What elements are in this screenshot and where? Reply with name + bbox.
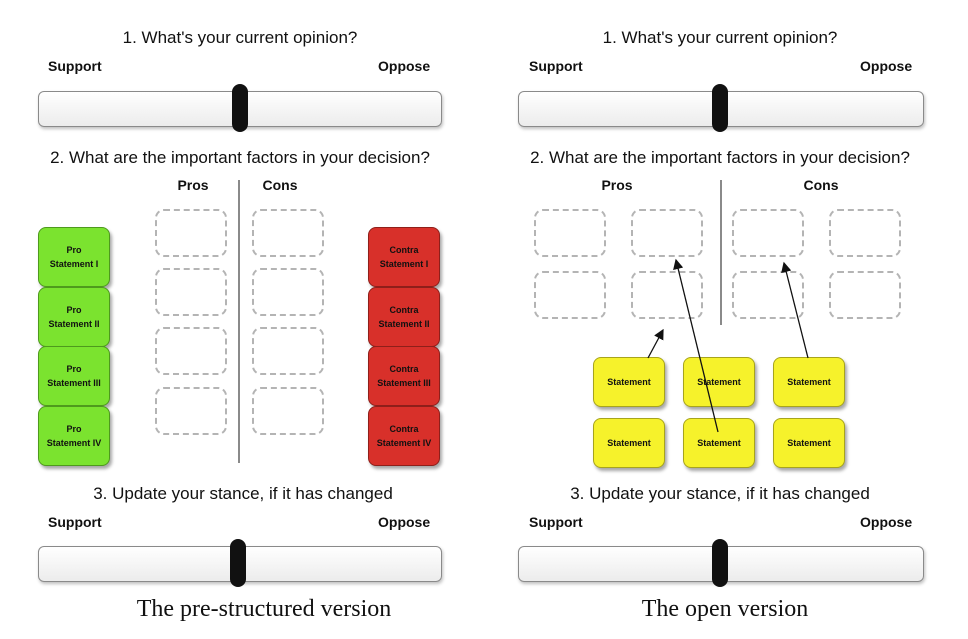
statement-card[interactable]: Statement [593, 357, 665, 407]
pro-statement-card[interactable]: Pro Statement II [38, 287, 110, 347]
cons-header: Cons [803, 177, 839, 193]
con-drop-slot[interactable] [732, 271, 804, 319]
opinion-slider-thumb[interactable] [232, 84, 248, 132]
pro-drop-slot[interactable] [631, 271, 703, 319]
pro-drop-slot[interactable] [534, 209, 606, 257]
con-drop-slot[interactable] [252, 327, 324, 375]
statement-card[interactable]: Statement [683, 418, 755, 468]
con-drop-slot[interactable] [252, 209, 324, 257]
figure-caption: The open version [641, 596, 809, 622]
oppose-label: Oppose [860, 514, 913, 530]
oppose-label: Oppose [378, 58, 431, 74]
support-label: Support [529, 58, 583, 74]
opinion-slider-track[interactable] [518, 84, 924, 132]
contra-statement-card[interactable]: Contra Statement III [368, 346, 440, 406]
question-3: 3. Update your stance, if it has changed [93, 484, 393, 503]
stance-slider-thumb[interactable] [230, 539, 246, 587]
question-3: 3. Update your stance, if it has changed [570, 484, 870, 503]
con-drop-slot[interactable] [252, 387, 324, 435]
question-2: 2. What are the important factors in you… [530, 148, 910, 167]
statement-card[interactable]: Statement [593, 418, 665, 468]
pros-cons-divider [238, 180, 240, 463]
statement-card[interactable]: Statement [773, 418, 845, 468]
pro-drop-slot[interactable] [155, 268, 227, 316]
pro-drop-slot[interactable] [155, 209, 227, 257]
pro-drop-slot[interactable] [534, 271, 606, 319]
cons-header: Cons [262, 177, 298, 193]
pro-statement-card[interactable]: Pro Statement III [38, 346, 110, 406]
pre-structured-panel: 1. What's your current opinion? Support … [38, 28, 442, 622]
con-drop-slot[interactable] [829, 271, 901, 319]
contra-statement-card[interactable]: Contra Statement I [368, 227, 440, 287]
pro-statement-card[interactable]: Pro Statement IV [38, 406, 110, 466]
question-1: 1. What's your current opinion? [122, 28, 358, 47]
stance-slider-track[interactable] [518, 539, 924, 587]
support-label: Support [48, 514, 102, 530]
pros-header: Pros [601, 177, 633, 193]
support-label: Support [529, 514, 583, 530]
stance-slider-track[interactable] [38, 539, 442, 587]
statement-card[interactable]: Statement [683, 357, 755, 407]
stance-slider-thumb[interactable] [712, 539, 728, 587]
pros-cons-divider [720, 180, 722, 325]
pro-drop-slot[interactable] [155, 327, 227, 375]
con-drop-slot[interactable] [252, 268, 324, 316]
support-label: Support [48, 58, 102, 74]
pro-drop-slot[interactable] [631, 209, 703, 257]
oppose-label: Oppose [860, 58, 913, 74]
contra-statement-card[interactable]: Contra Statement II [368, 287, 440, 347]
oppose-label: Oppose [378, 514, 431, 530]
pro-drop-slot[interactable] [155, 387, 227, 435]
question-2: 2. What are the important factors in you… [50, 148, 430, 167]
pros-header: Pros [177, 177, 209, 193]
statement-card[interactable]: Statement [773, 357, 845, 407]
opinion-slider-thumb[interactable] [712, 84, 728, 132]
pro-statement-card[interactable]: Pro Statement I [38, 227, 110, 287]
opinion-slider-track[interactable] [38, 84, 442, 132]
open-panel: 1. What's your current opinion? Support … [480, 0, 964, 639]
con-drop-slot[interactable] [829, 209, 901, 257]
question-1: 1. What's your current opinion? [602, 28, 838, 47]
con-drop-slot[interactable] [732, 209, 804, 257]
drag-arrow [647, 328, 664, 359]
figure-caption: The pre-structured version [136, 596, 392, 622]
contra-statement-card[interactable]: Contra Statement IV [368, 406, 440, 466]
